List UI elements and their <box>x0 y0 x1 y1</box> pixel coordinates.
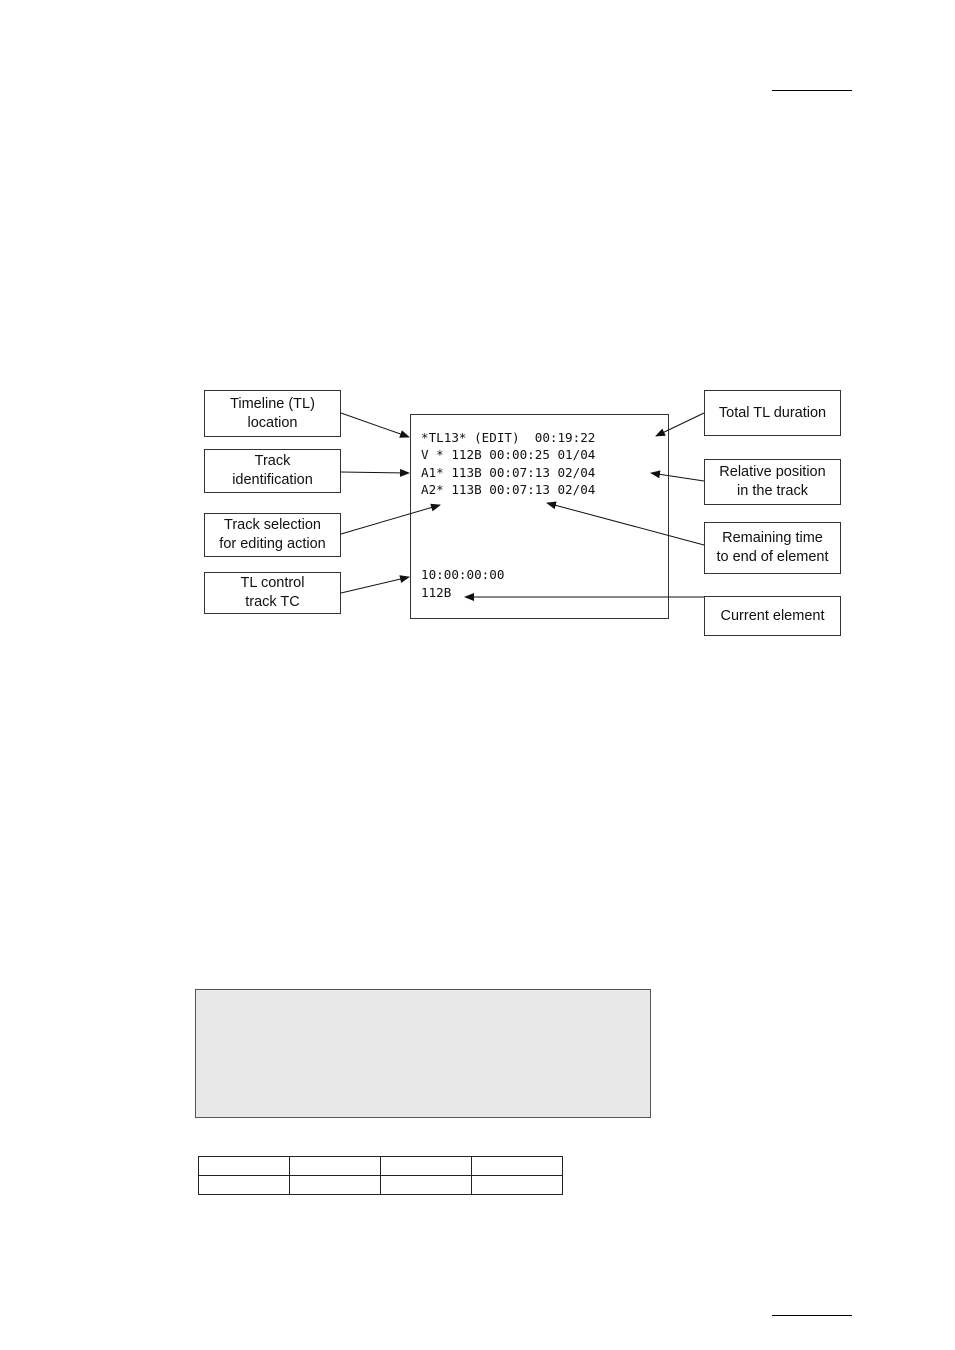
header-rule <box>772 90 852 91</box>
screen-element-line: 112B <box>421 585 452 600</box>
callout-relative-position: Relative position in the track <box>704 459 841 505</box>
callout-current-element: Current element <box>704 596 841 636</box>
arrow-relative-position <box>650 470 705 482</box>
screen-line-3: A1* 113B 00:07:13 02/04 <box>421 465 596 480</box>
callout-timeline-location: Timeline (TL) location <box>204 390 341 437</box>
arrow-control-track-tc <box>340 575 410 594</box>
table-cell <box>380 1175 472 1195</box>
arrow-timeline-location <box>340 412 410 438</box>
table-row <box>198 1156 563 1176</box>
callout-track-identification: Track identification <box>204 449 341 493</box>
table-cell <box>198 1175 290 1195</box>
callout-arrows <box>340 412 705 601</box>
screen-tc-line: 10:00:00:00 <box>421 567 505 582</box>
screen-line-2: V * 112B 00:00:25 01/04 <box>421 447 596 462</box>
arrow-track-selection <box>340 503 441 535</box>
table-cell <box>471 1175 563 1195</box>
table-cell <box>289 1175 381 1195</box>
arrow-track-identification <box>340 468 410 477</box>
arrow-total-duration <box>655 412 705 437</box>
table-cell <box>198 1156 290 1176</box>
callout-track-selection: Track selection for editing action <box>204 513 341 557</box>
table-cell <box>289 1156 381 1176</box>
screen-line-1: *TL13* (EDIT) 00:19:22 <box>421 430 596 445</box>
table-cell <box>380 1156 472 1176</box>
arrow-remaining-time <box>546 501 705 546</box>
callout-control-track-tc: TL control track TC <box>204 572 341 614</box>
empty-table <box>198 1156 563 1195</box>
callout-total-duration: Total TL duration <box>704 390 841 436</box>
footer-rule <box>772 1315 852 1316</box>
lcd-screen <box>410 414 669 619</box>
screen-line-4: A2* 113B 00:07:13 02/04 <box>421 482 596 497</box>
table-cell <box>471 1156 563 1176</box>
shaded-note-box <box>195 989 651 1118</box>
table-row <box>198 1175 563 1195</box>
callout-remaining-time: Remaining time to end of element <box>704 522 841 574</box>
